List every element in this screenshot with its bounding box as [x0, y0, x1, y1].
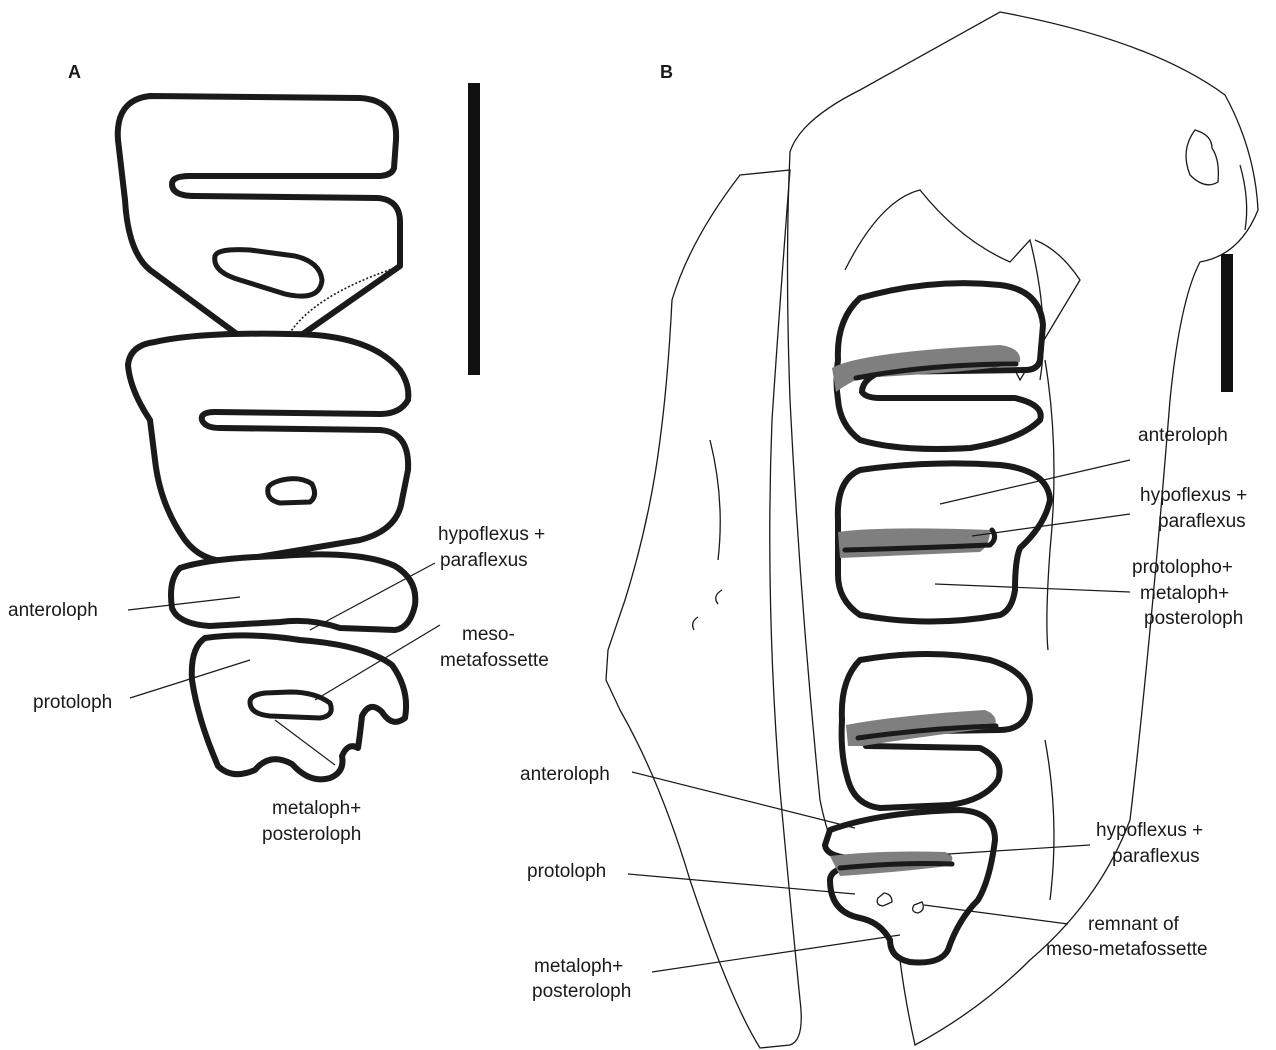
- label-b-protolopho-2: metaloph+: [1140, 583, 1229, 604]
- leader-b-anteroloph-lower: [632, 772, 855, 828]
- tooth-a3: [171, 554, 415, 630]
- leader-b-protoloph: [628, 874, 855, 894]
- tooth-a1: [118, 96, 400, 350]
- label-b-hypoflexus-upper-1: hypoflexus +: [1140, 485, 1247, 506]
- label-b-protoloph: protoloph: [527, 861, 606, 882]
- label-a-hypoflexus-2: paraflexus: [440, 550, 528, 571]
- label-a-anteroloph: anteroloph: [8, 600, 98, 621]
- label-a-metaloph-2: posteroloph: [262, 824, 361, 845]
- tooth-a4: [192, 635, 406, 779]
- scale-bar-b: [1221, 254, 1233, 392]
- label-b-anteroloph-upper: anteroloph: [1138, 425, 1228, 446]
- label-a-metaloph-1: metaloph+: [272, 798, 361, 819]
- panel-letter-b: B: [660, 62, 673, 82]
- label-a-protoloph: protoloph: [33, 692, 112, 713]
- label-b-hypoflexus-lower-1: hypoflexus +: [1096, 820, 1203, 841]
- tooth-b3: [842, 654, 1030, 808]
- scale-bar-a: [468, 83, 480, 375]
- label-b-anteroloph-lower: anteroloph: [520, 764, 610, 785]
- label-b-hypoflexus-lower-2: paraflexus: [1112, 846, 1200, 867]
- panel-a: A anter: [8, 62, 549, 845]
- label-b-hypoflexus-upper-2: paraflexus: [1158, 511, 1246, 532]
- label-a-meso-1: meso-: [462, 624, 515, 645]
- tooth-a2: [128, 334, 408, 561]
- tooth-b4: [825, 810, 995, 963]
- label-a-hypoflexus-1: hypoflexus +: [438, 524, 545, 545]
- label-b-remnant-1: remnant of: [1088, 914, 1180, 935]
- tooth-b2: [838, 463, 1050, 621]
- label-a-meso-2: metafossette: [440, 650, 549, 671]
- label-b-remnant-2: meso-metafossette: [1046, 939, 1208, 960]
- leader-b-metaloph: [652, 935, 900, 972]
- label-b-metaloph-1: metaloph+: [534, 956, 623, 977]
- tooth-b1: [832, 283, 1043, 449]
- label-b-protolopho-1: protolopho+: [1132, 557, 1233, 578]
- panel-letter-a: A: [68, 62, 81, 82]
- panel-b: B: [520, 12, 1258, 1048]
- label-b-protolopho-3: posteroloph: [1144, 608, 1243, 629]
- label-b-metaloph-2: posteroloph: [532, 981, 631, 1002]
